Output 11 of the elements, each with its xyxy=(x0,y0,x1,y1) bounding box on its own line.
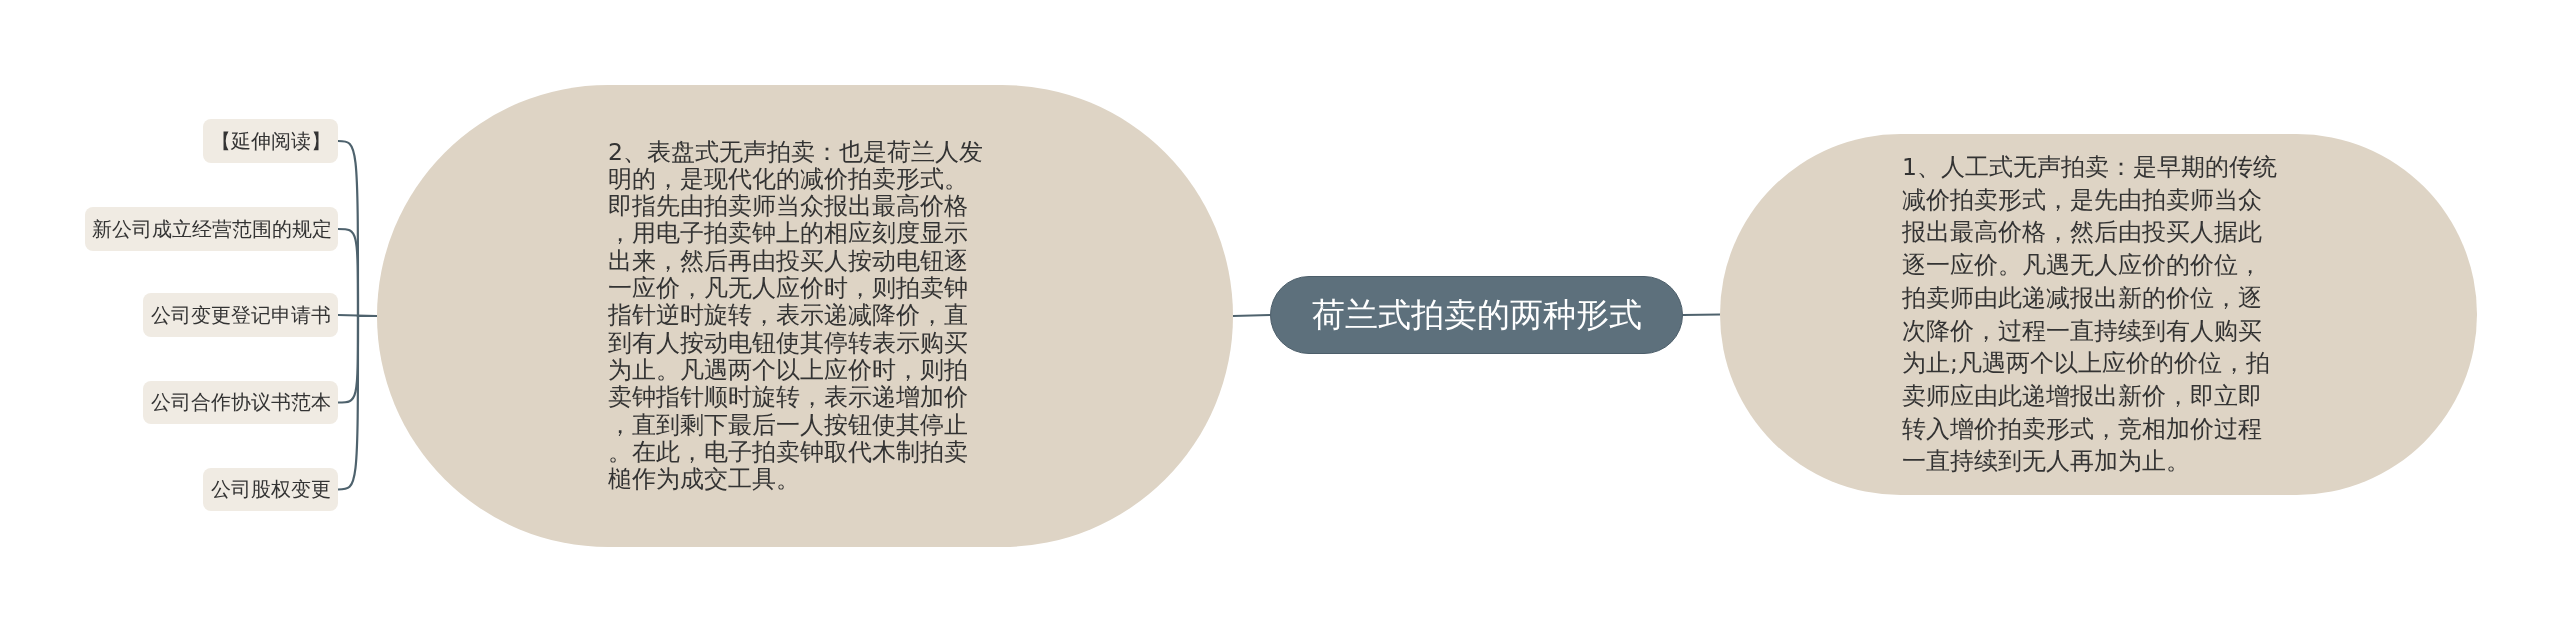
subtopic-tag: 新公司成立经营范围的规定 xyxy=(85,207,338,251)
description-bubble: 1、人工式无声拍卖：是早期的传统减价拍卖形式，是先由拍卖师当众报出最高价格，然后由投买人据此逐一应价。凡遇无人应价的价位，拍卖师由此递减报出新的价位，逐次降价，过程一直持续到有人购买为止;凡遇两个以上应价的价位，拍卖师应由此递增报出新价，即立即转入增价拍卖形式，竞相加价过程一直持续到无人再加为止。 xyxy=(1720,134,2477,495)
connector-line xyxy=(1232,313,1271,318)
subtopic-tag: 【延伸阅读】 xyxy=(203,119,338,163)
subtopic-tag: 公司合作协议书范本 xyxy=(143,381,338,424)
central-topic-box: 荷兰式拍卖的两种形式 xyxy=(1270,276,1683,354)
description-bubble: 2、表盘式无声拍卖：也是荷兰人发明的，是现代化的减价拍卖形式。即指先由拍卖师当众报出最高价格，用电子拍卖钟上的相应刻度显示出来，然后再由投买人按动电钮逐一应价，凡无人应价时，则拍卖钟指针逆时旋转，表示递减降价，直到有人按动电钮使其停转表示购买为止。凡遇两个以上应价时，则拍卖钟指针顺时旋转，表示递增加价，直到剩下最后一人按钮使其停止。在此，电子拍卖钟取代木制拍卖槌作为成交工具。 xyxy=(377,85,1233,547)
subtopic-tag: 公司变更登记申请书 xyxy=(143,293,338,337)
connector-line xyxy=(337,314,377,491)
connector-line xyxy=(1683,313,1720,317)
subtopic-tag: 公司股权变更 xyxy=(203,468,338,511)
